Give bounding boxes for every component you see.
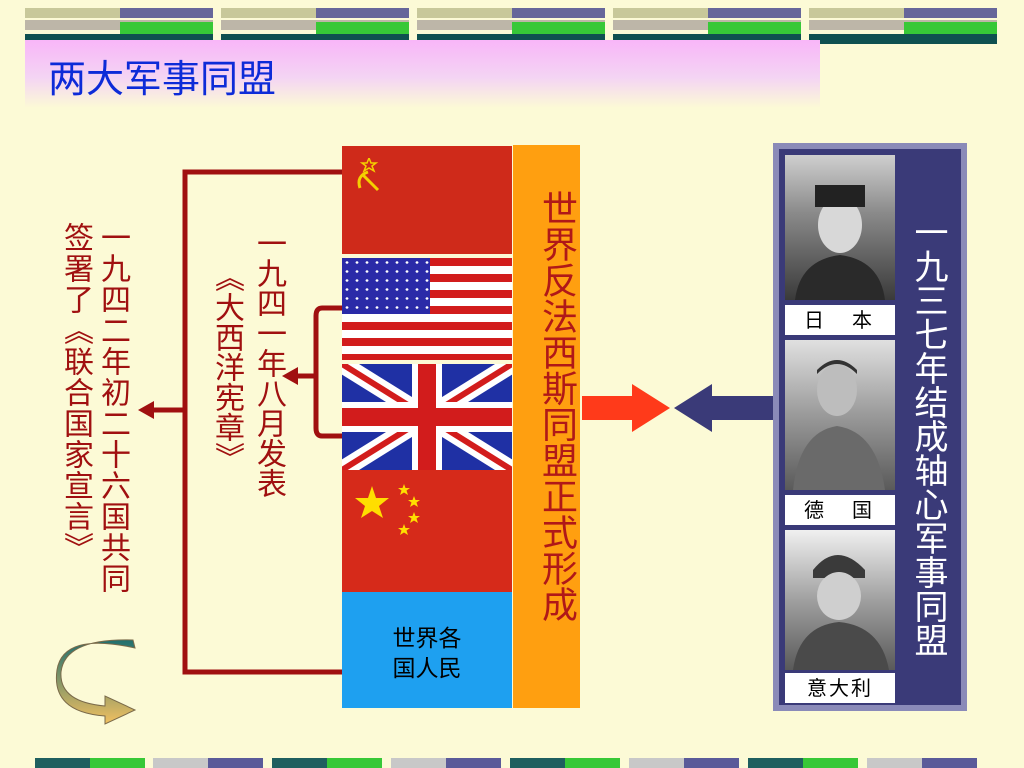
top-decor-bar-1 bbox=[25, 8, 213, 46]
photo-japan bbox=[785, 155, 895, 300]
top-decor-bar-5 bbox=[809, 8, 997, 46]
axis-formation-label: 一九三七年结成轴心军事同盟 bbox=[908, 215, 948, 657]
bottom-decor-bar-5 bbox=[510, 758, 620, 768]
portrait-silhouette-icon bbox=[795, 185, 885, 300]
top-decor-bar-4 bbox=[613, 8, 801, 46]
title-background bbox=[25, 40, 820, 108]
flag-united-kingdom bbox=[342, 364, 512, 470]
allied-formation-column bbox=[513, 145, 580, 708]
declaration-note-line1: 一九四二年初二十六国共同 bbox=[95, 222, 130, 594]
stars-and-stripes-icon bbox=[342, 258, 430, 314]
navy-arrow-icon bbox=[674, 384, 776, 432]
label-germany: 德 国 bbox=[785, 495, 895, 525]
people-label-line2: 国人民 bbox=[392, 656, 462, 682]
photo-italy bbox=[785, 530, 895, 670]
charter-note-line1: 一九四一年八月发表 bbox=[251, 228, 286, 498]
people-box bbox=[342, 592, 512, 708]
allied-formation-label: 世界反法西斯同盟正式形成 bbox=[536, 190, 577, 622]
flag-united-states bbox=[342, 258, 512, 360]
flag-soviet-union bbox=[342, 146, 512, 254]
bottom-decor-bar-6 bbox=[629, 758, 739, 768]
photo-germany bbox=[785, 340, 895, 490]
slide-title: 两大军事同盟 bbox=[48, 57, 277, 101]
five-stars-icon bbox=[355, 484, 420, 535]
return-arrow-button[interactable] bbox=[55, 636, 145, 726]
top-decor-bar-2 bbox=[221, 8, 409, 46]
bottom-decor-bar-3 bbox=[272, 758, 382, 768]
declaration-note-line2: 签署了《联合国家宣言》 bbox=[58, 222, 93, 563]
label-japan: 日 本 bbox=[785, 305, 895, 335]
bottom-decor-bar-1 bbox=[35, 758, 145, 768]
connector-lines bbox=[138, 169, 342, 675]
union-jack-icon bbox=[342, 364, 512, 470]
people-label-line1: 世界各 bbox=[392, 626, 462, 652]
red-arrow-icon bbox=[582, 384, 670, 432]
top-decor-bar-3 bbox=[417, 8, 605, 46]
portrait-silhouette-icon bbox=[793, 360, 885, 490]
label-italy: 意大利 bbox=[785, 673, 895, 703]
confrontation-arrows bbox=[582, 384, 776, 432]
bottom-decor-bar-8 bbox=[867, 758, 977, 768]
arrow-head-charter-icon bbox=[282, 367, 298, 385]
arrow-head-left-icon bbox=[138, 401, 154, 419]
charter-note-line2: 《大西洋宪章》 bbox=[209, 262, 244, 472]
bottom-decor-bar-4 bbox=[391, 758, 501, 768]
world-people-label: 世界各 国人民 bbox=[342, 624, 512, 684]
portrait-silhouette-icon bbox=[793, 555, 889, 670]
bottom-decor-bar-7 bbox=[748, 758, 858, 768]
hammer-sickle-icon bbox=[357, 158, 380, 192]
bottom-decor-bar-2 bbox=[153, 758, 263, 768]
flag-china bbox=[342, 470, 512, 592]
